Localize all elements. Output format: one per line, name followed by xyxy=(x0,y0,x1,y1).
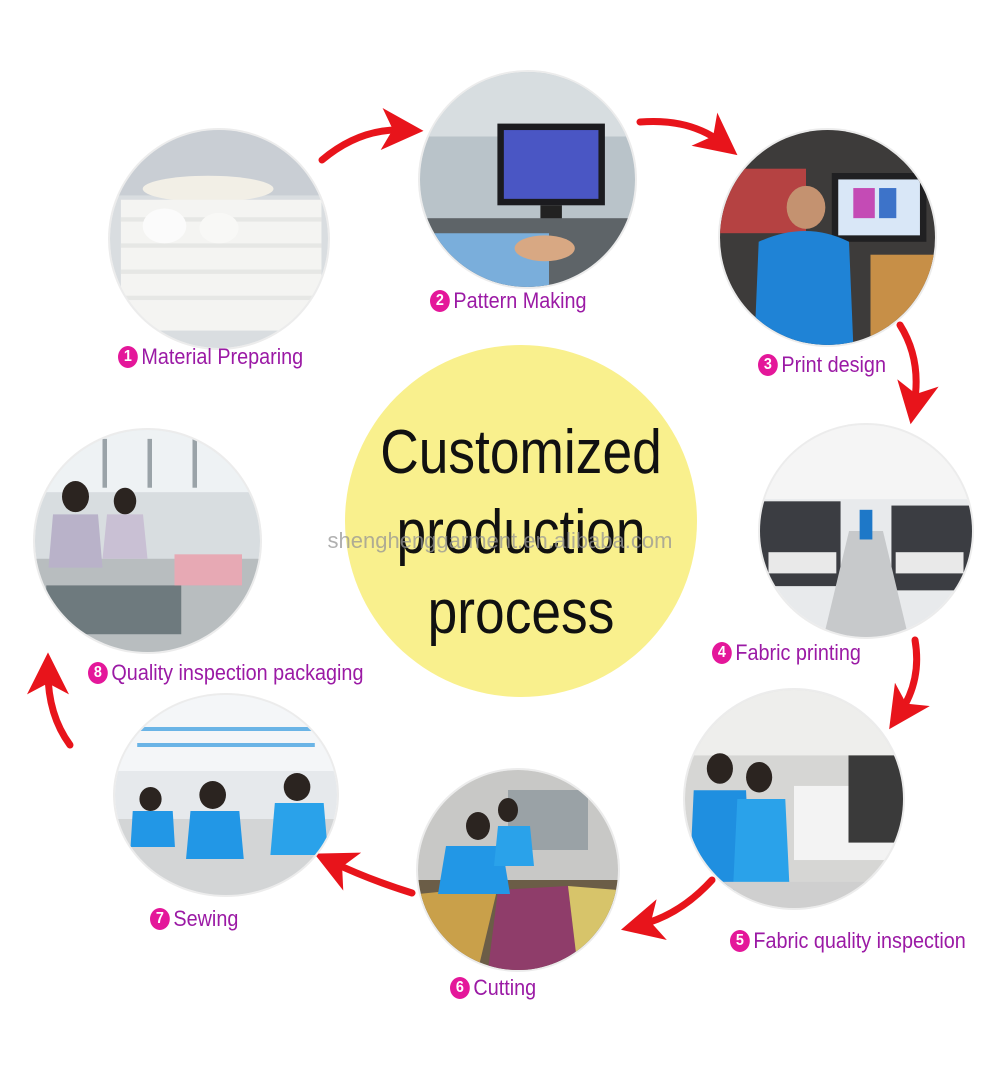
step-4-label: 4 Fabric printing xyxy=(712,640,861,666)
step-3-number: 3 xyxy=(758,354,778,376)
fabric-rolls-photo xyxy=(110,130,328,348)
center-title-line-2: production xyxy=(396,498,646,567)
sewing-room-photo xyxy=(115,695,337,895)
step-2-text: Pattern Making xyxy=(453,288,587,313)
arrow-2-to-3 xyxy=(636,112,738,156)
printing-machines-photo xyxy=(760,425,972,637)
arrow-6-to-7 xyxy=(314,852,416,897)
center-circle: Customized production process xyxy=(345,345,697,697)
center-title-line-3: process xyxy=(427,578,615,647)
arrow-1-to-2 xyxy=(318,108,424,164)
step-5-text: Fabric quality inspection xyxy=(753,928,966,953)
step-1-number: 1 xyxy=(118,346,138,368)
center-title-line-1: Customized xyxy=(380,418,662,487)
step-7-label: 7 Sewing xyxy=(150,906,238,932)
print-design-photo xyxy=(720,130,935,345)
step-1-label: 1 Material Preparing xyxy=(118,344,303,370)
arrow-4-to-5 xyxy=(889,636,930,730)
step-6-text: Cutting xyxy=(473,975,537,1000)
step-6-label: 6 Cutting xyxy=(450,975,536,1001)
step-7-number: 7 xyxy=(150,908,170,930)
arrow-3-to-4 xyxy=(896,321,939,425)
step-8-number: 8 xyxy=(88,662,108,684)
step-8-label: 8 Quality inspection packaging xyxy=(88,660,363,686)
step-7-text: Sewing xyxy=(173,906,239,931)
step-3-label: 3 Print design xyxy=(758,352,886,378)
step-1-text: Material Preparing xyxy=(141,344,304,369)
fabric-inspection-photo xyxy=(685,690,903,908)
step-2-label: 2 Pattern Making xyxy=(430,288,587,314)
computer-pattern-photo xyxy=(420,72,635,287)
step-4-text: Fabric printing xyxy=(735,640,861,665)
step-6-number: 6 xyxy=(450,977,470,999)
step-3-text: Print design xyxy=(781,352,886,377)
arrow-5-to-6 xyxy=(620,876,716,940)
step-8-text: Quality inspection packaging xyxy=(111,660,364,685)
step-2-number: 2 xyxy=(430,290,450,312)
arrow-7-to-8 xyxy=(27,652,74,749)
cutting-table-photo xyxy=(418,770,618,970)
step-5-label: 5 Fabric quality inspection xyxy=(730,928,966,954)
watermark: shenghenggarment.en.alibaba.com xyxy=(327,528,673,553)
center-title: Customized production process xyxy=(370,413,673,653)
step-4-number: 4 xyxy=(712,642,732,664)
packaging-photo xyxy=(35,430,260,652)
step-5-number: 5 xyxy=(730,930,750,952)
